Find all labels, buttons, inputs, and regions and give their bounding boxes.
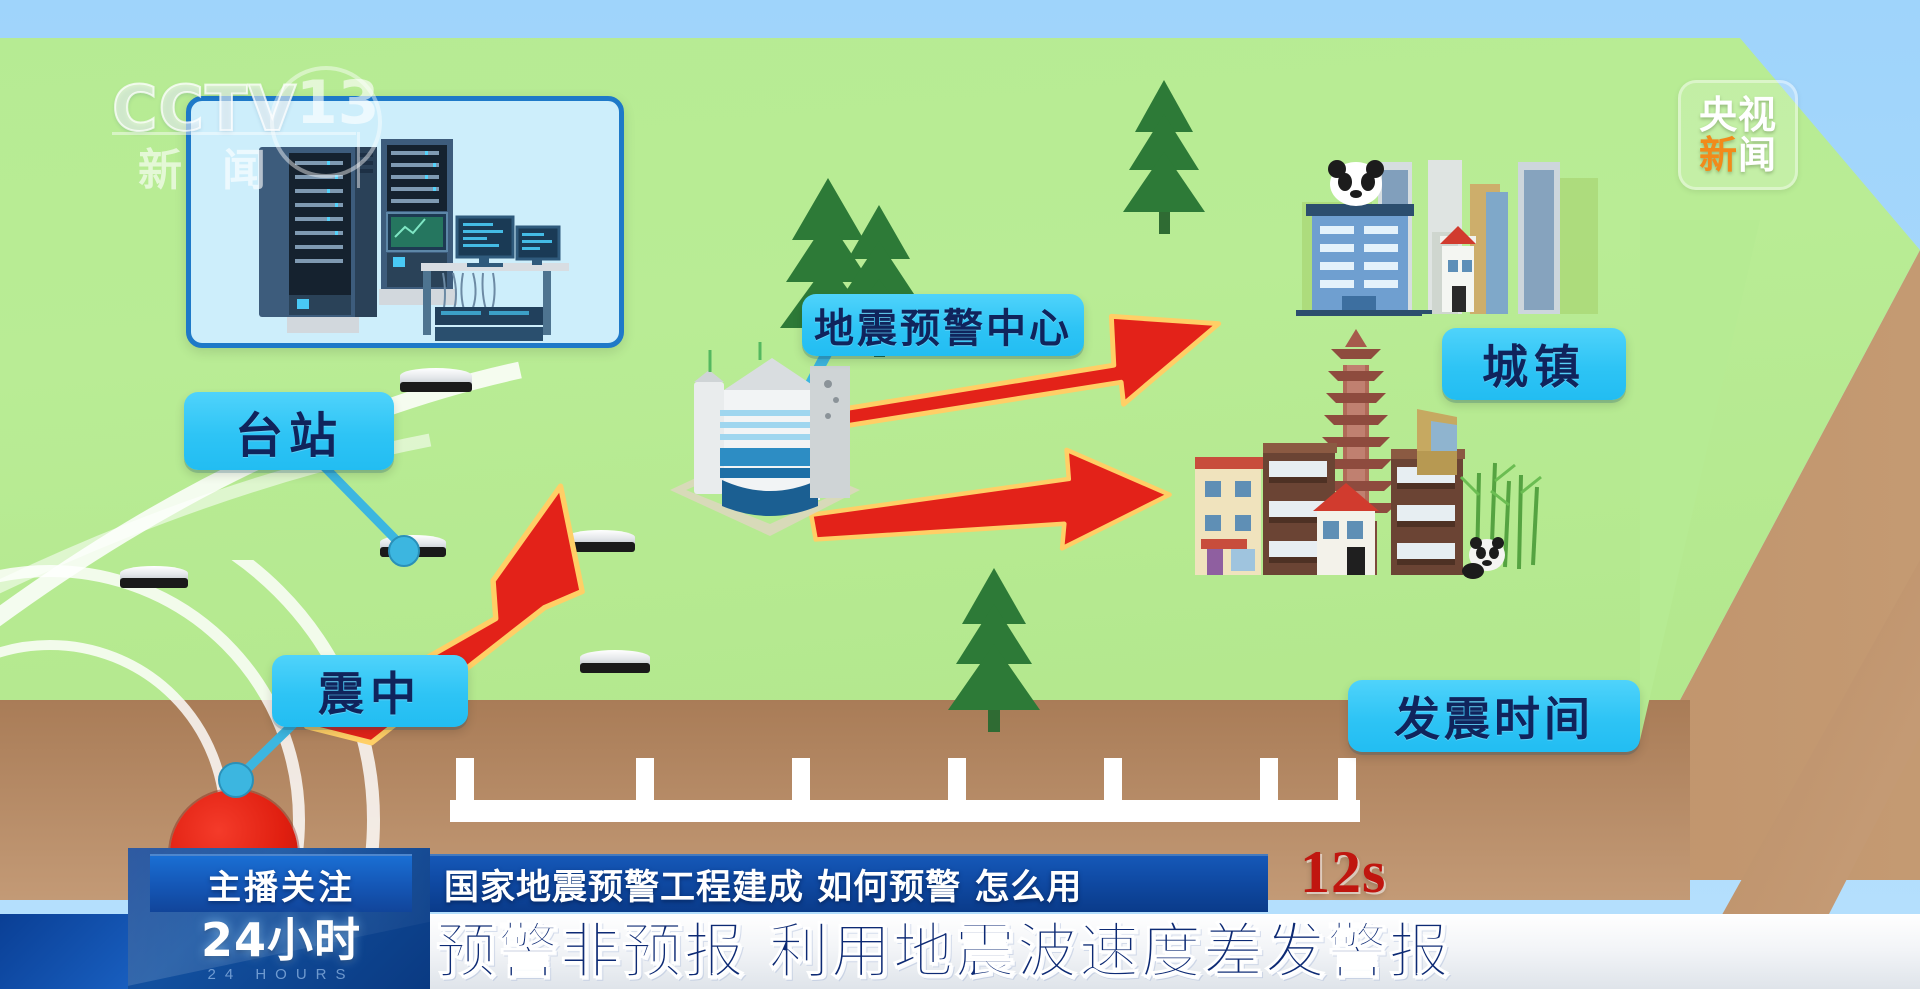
ground-dome: [120, 566, 188, 590]
tree-icon: [1123, 80, 1205, 234]
red-arrow-to-village: [808, 447, 1172, 551]
lower-third-banner: 主播关注 24小时 24 HOURS 国家地震预警工程建成 如何预警 怎么用 预…: [0, 848, 1920, 989]
label-warning-center-text: 地震预警中心: [814, 306, 1072, 352]
tree-icon: [948, 568, 1040, 732]
ground-dome: [580, 650, 650, 675]
headline-text: 预警非预报 利用地震波速度差发警报: [436, 916, 1451, 987]
label-epicenter: 震中: [272, 655, 468, 727]
program-name: 24小时: [200, 913, 361, 967]
label-epicenter-text: 震中: [318, 667, 422, 721]
warning-center-building: [670, 342, 860, 536]
countdown-timer: 12s: [1300, 839, 1387, 905]
category-tag-text: 主播关注: [207, 867, 355, 908]
logo-char-orange: 新: [1698, 132, 1738, 177]
cctv-news-logo: 央视 新闻: [1678, 80, 1798, 190]
origin-time-ruler: [450, 758, 1360, 822]
label-warning-center: 地震预警中心: [802, 294, 1084, 356]
label-town: 城镇: [1442, 328, 1626, 400]
program-name-en: 24 HOURS: [207, 966, 355, 983]
label-station-text: 台站: [234, 408, 343, 464]
program-identity: 24小时 24 HOURS: [150, 914, 412, 986]
city-skyline: [1296, 160, 1598, 316]
headline-bar: 预警非预报 利用地震波速度差发警报: [430, 914, 1920, 989]
topic-text: 国家地震预警工程建成 如何预警 怎么用: [444, 867, 1083, 908]
ground-dome: [567, 530, 635, 554]
data-center-inset-panel: [186, 96, 624, 348]
label-town-text: 城镇: [1482, 340, 1586, 394]
ground-dome: [400, 368, 472, 394]
logo-line-one: 央视: [1698, 92, 1777, 137]
label-station: 台站: [184, 392, 394, 470]
village-and-pagoda: [1195, 329, 1542, 579]
logo-char-white: 闻: [1738, 132, 1778, 177]
label-origin-time: 发震时间: [1348, 680, 1640, 752]
category-tag: 主播关注: [150, 854, 412, 912]
topic-bar: 国家地震预警工程建成 如何预警 怎么用: [430, 854, 1268, 912]
label-origin-time-text: 发震时间: [1394, 692, 1594, 746]
logo-line-two: 新闻: [1698, 132, 1778, 177]
server-room-illustration: [259, 139, 569, 341]
